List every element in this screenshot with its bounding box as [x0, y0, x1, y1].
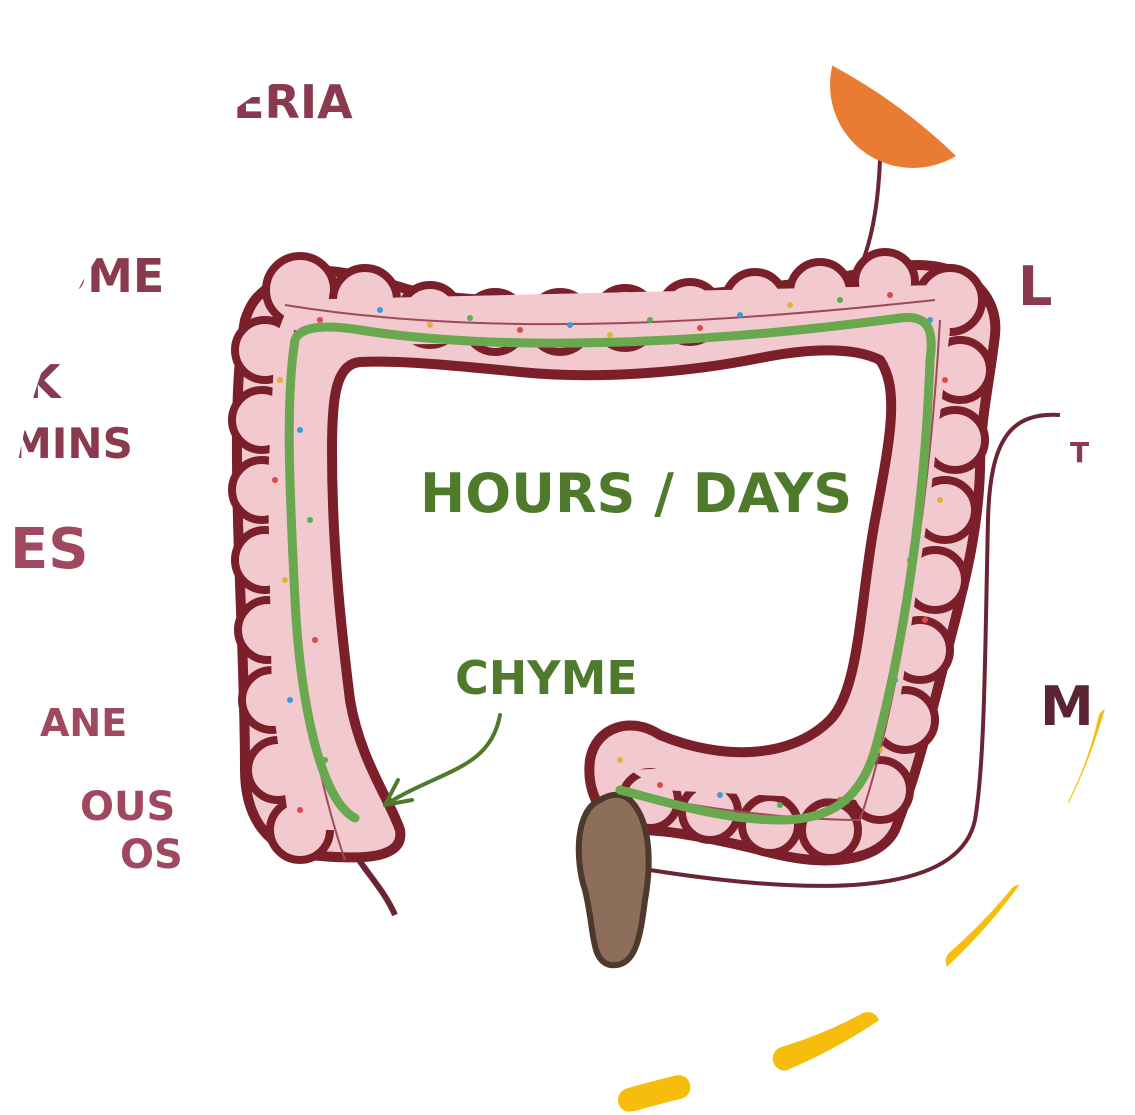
label-right-t: T	[1070, 436, 1089, 469]
label-gaseous: OUS	[80, 784, 175, 830]
label-right-l: L	[1018, 255, 1052, 318]
orange-dot	[830, 2, 996, 168]
duration-label: HOURS / DAYS	[420, 462, 852, 525]
label-vitamins: MINS	[10, 419, 133, 468]
label-methane: ANE	[40, 701, 127, 745]
label-gaseous-2: OS	[120, 832, 183, 878]
label-microbiome: OME	[48, 249, 164, 303]
chyme-label: CHYME	[455, 651, 638, 705]
label-k: K	[25, 355, 63, 409]
label-es: ES	[10, 517, 89, 582]
label-right-m: M	[1040, 675, 1094, 738]
label-bacteria: CTERIA	[168, 75, 353, 129]
